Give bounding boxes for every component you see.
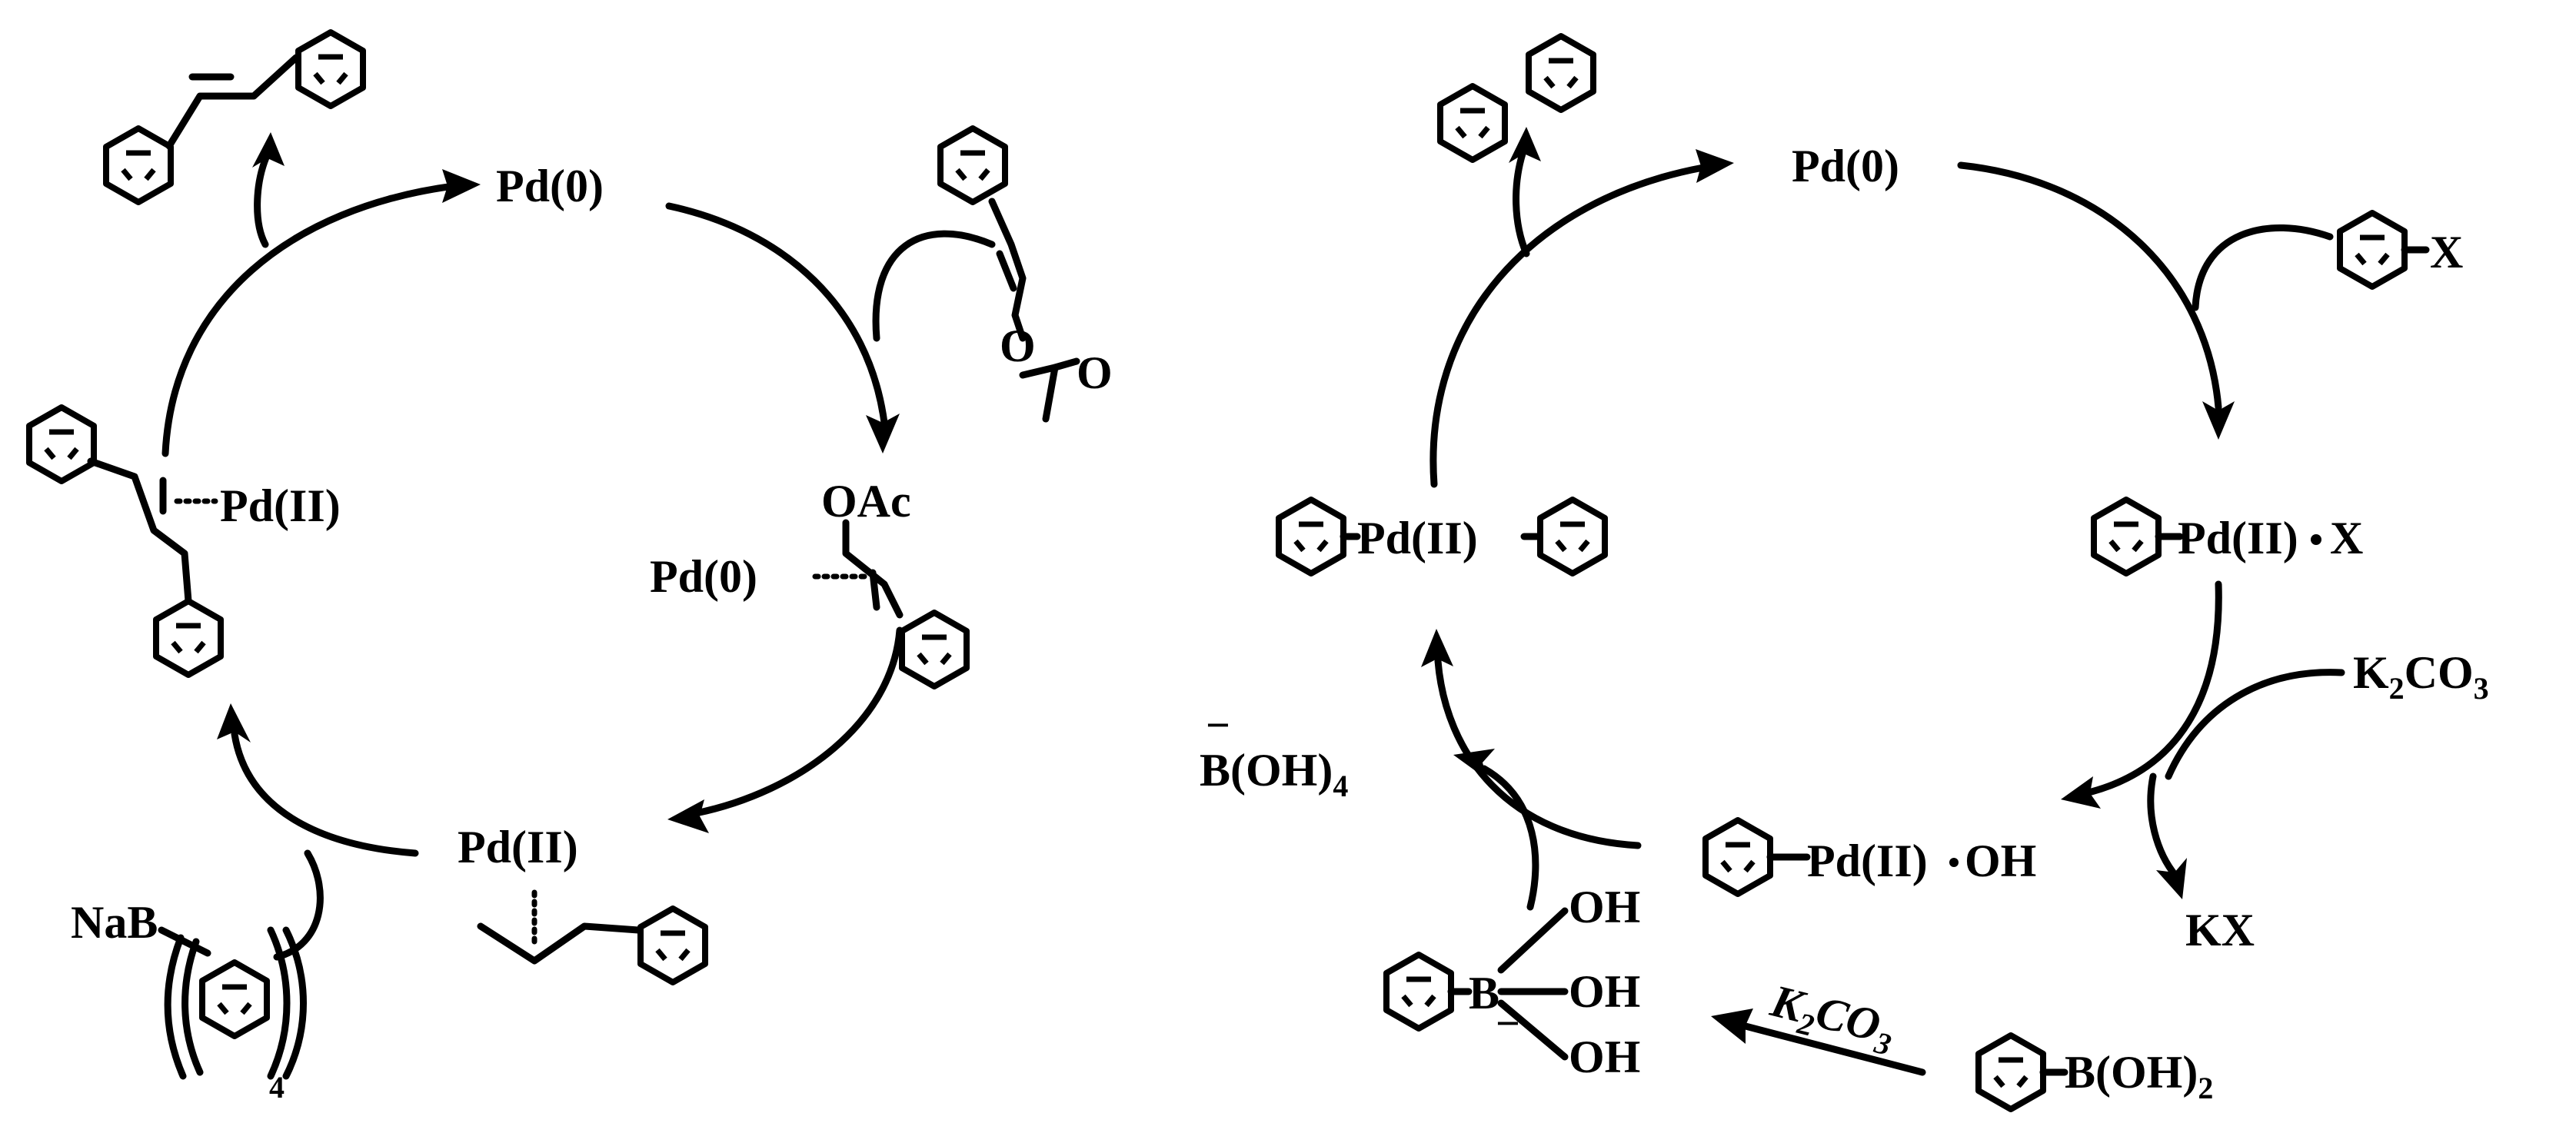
left-pd-ii-bottom: Pd(II) xyxy=(458,822,578,872)
left-pd-ii-allyl-struct xyxy=(477,889,705,982)
sodium-tetraphenylborate-struct xyxy=(158,926,307,1080)
kx-label: KX xyxy=(2185,905,2255,955)
right-side-arrowhead-borate xyxy=(1453,749,1495,779)
right-side-arc-product-out xyxy=(1513,150,1530,258)
right-cycle-arc-bottom-left xyxy=(1434,657,1642,849)
right-pd-ii-left: Pd(II) xyxy=(1357,513,1478,563)
aryl-pd-x-struct xyxy=(2094,500,2321,573)
boronate-oh-3: OH xyxy=(1569,1032,1640,1082)
left-cycle-arrowhead-bottom xyxy=(667,799,709,833)
benzene-ring-icon xyxy=(2094,500,2158,573)
benzene-ring-icon xyxy=(641,909,705,982)
acetate-o-carbonyl: O xyxy=(1077,347,1113,398)
benzene-ring-icon xyxy=(2340,213,2405,287)
left-side-arc-product-out xyxy=(254,154,270,248)
benzene-ring-icon xyxy=(902,613,967,686)
right-cycle-arc-top-left xyxy=(1429,164,1707,488)
right-side-arrowhead-product xyxy=(1509,127,1541,163)
aryl-boronic-acid-struct xyxy=(1979,1035,2068,1109)
benzene-ring-icon xyxy=(202,962,267,1036)
boronic-acid-label: B(OH)2 xyxy=(2065,1047,2213,1105)
right-cycle-arrowhead-top xyxy=(1696,149,1734,183)
benzene-ring-icon xyxy=(1386,955,1451,1028)
diaryl-pd-struct xyxy=(1279,500,1605,573)
left-side-arrowhead-product xyxy=(252,132,285,168)
right-pd-ii-oh-pd: Pd(II) xyxy=(1807,836,1928,886)
left-cycle-arc-top xyxy=(161,182,458,457)
benzene-ring-icon xyxy=(1279,500,1343,573)
left-catalytic-cycle: Pd(0) Pd(II) OAc Pd(0) Pd(II) O O NaB 4 xyxy=(29,32,1113,1105)
right-side-arc-borate-out xyxy=(1480,765,1539,911)
k2co3-top-label: K2CO3 xyxy=(2353,647,2489,706)
left-pd0-top: Pd(0) xyxy=(496,161,604,211)
left-pd-ii-left: Pd(II) xyxy=(220,480,341,531)
left-pd0-allyl-struct xyxy=(812,519,967,686)
left-cycle-arc-right-upper xyxy=(665,202,888,427)
left-cycle-arc-right-lower xyxy=(692,626,904,817)
benzene-ring-icon xyxy=(1979,1035,2043,1109)
left-product-stilbene xyxy=(106,32,363,202)
aryl-halide-x: X xyxy=(2430,227,2463,277)
benzene-ring-icon xyxy=(1706,820,1770,894)
benzene-ring-icon xyxy=(1440,86,1505,160)
benzene-ring-icon xyxy=(298,32,363,106)
right-pd-x: X xyxy=(2330,513,2363,563)
benzene-ring-icon xyxy=(1529,36,1593,110)
right-pd-ii-right: Pd(II) xyxy=(2178,513,2298,563)
benzene-ring-icon xyxy=(106,128,171,202)
right-side-arc-kx-out xyxy=(2147,772,2180,880)
biphenyl-struct xyxy=(1440,36,1593,160)
right-cycle-arc-top-right xyxy=(1957,161,2222,411)
cinnamyl-acetate-struct xyxy=(940,128,1080,423)
right-side-arrowhead-kx xyxy=(2156,858,2187,899)
borate-label: B(OH)4 xyxy=(1200,745,1348,803)
benzene-ring-icon xyxy=(156,601,221,675)
benzene-ring-icon xyxy=(1540,500,1605,573)
left-side-arc-borate-in xyxy=(273,849,324,961)
right-cycle-arc-bottom-right xyxy=(2088,580,2222,796)
borate-charge: − xyxy=(1206,702,1230,749)
left-side-arc-acetate-in xyxy=(872,230,996,342)
aryl-boronate-struct xyxy=(1386,907,1569,1061)
right-k2co3-arrow-shaft xyxy=(1742,1022,1926,1076)
nab-label: NaB xyxy=(71,897,158,948)
left-cycle-arrowhead-left xyxy=(217,703,251,743)
left-cycle-arrowhead-top xyxy=(442,169,481,203)
right-cycle-arrowhead-right xyxy=(2202,401,2235,440)
benzene-ring-icon xyxy=(29,407,94,481)
left-pd-ii-complex-struct xyxy=(29,407,221,675)
aryl-halide-struct xyxy=(2340,213,2430,287)
boronate-b: B xyxy=(1469,968,1499,1018)
right-cycle-arrowhead-left xyxy=(1421,629,1453,667)
right-pd-oh: OH xyxy=(1965,836,2036,886)
left-pd0-right: Pd(0) xyxy=(650,551,757,602)
aryl-pd-oh-struct xyxy=(1706,820,1959,894)
right-catalytic-cycle: Pd(0) X Pd(II) X K2CO3 Pd(II) OH KX Pd(I… xyxy=(1200,36,2489,1109)
right-k2co3-arrowhead xyxy=(1711,1008,1753,1044)
right-cycle-arrowhead-bottom xyxy=(2061,776,2101,809)
right-side-arc-k2co3-in xyxy=(2165,669,2345,780)
boronate-oh-1: OH xyxy=(1569,882,1640,932)
benzene-ring-icon xyxy=(940,128,1005,202)
left-cycle-arrowhead-right xyxy=(866,414,900,454)
right-pd0-top: Pd(0) xyxy=(1792,141,1899,191)
boronate-oh-2: OH xyxy=(1569,966,1640,1017)
left-oac: OAc xyxy=(821,476,911,527)
right-side-arc-arx-in xyxy=(2192,224,2334,311)
left-cycle-arc-bottom-left xyxy=(231,730,419,857)
